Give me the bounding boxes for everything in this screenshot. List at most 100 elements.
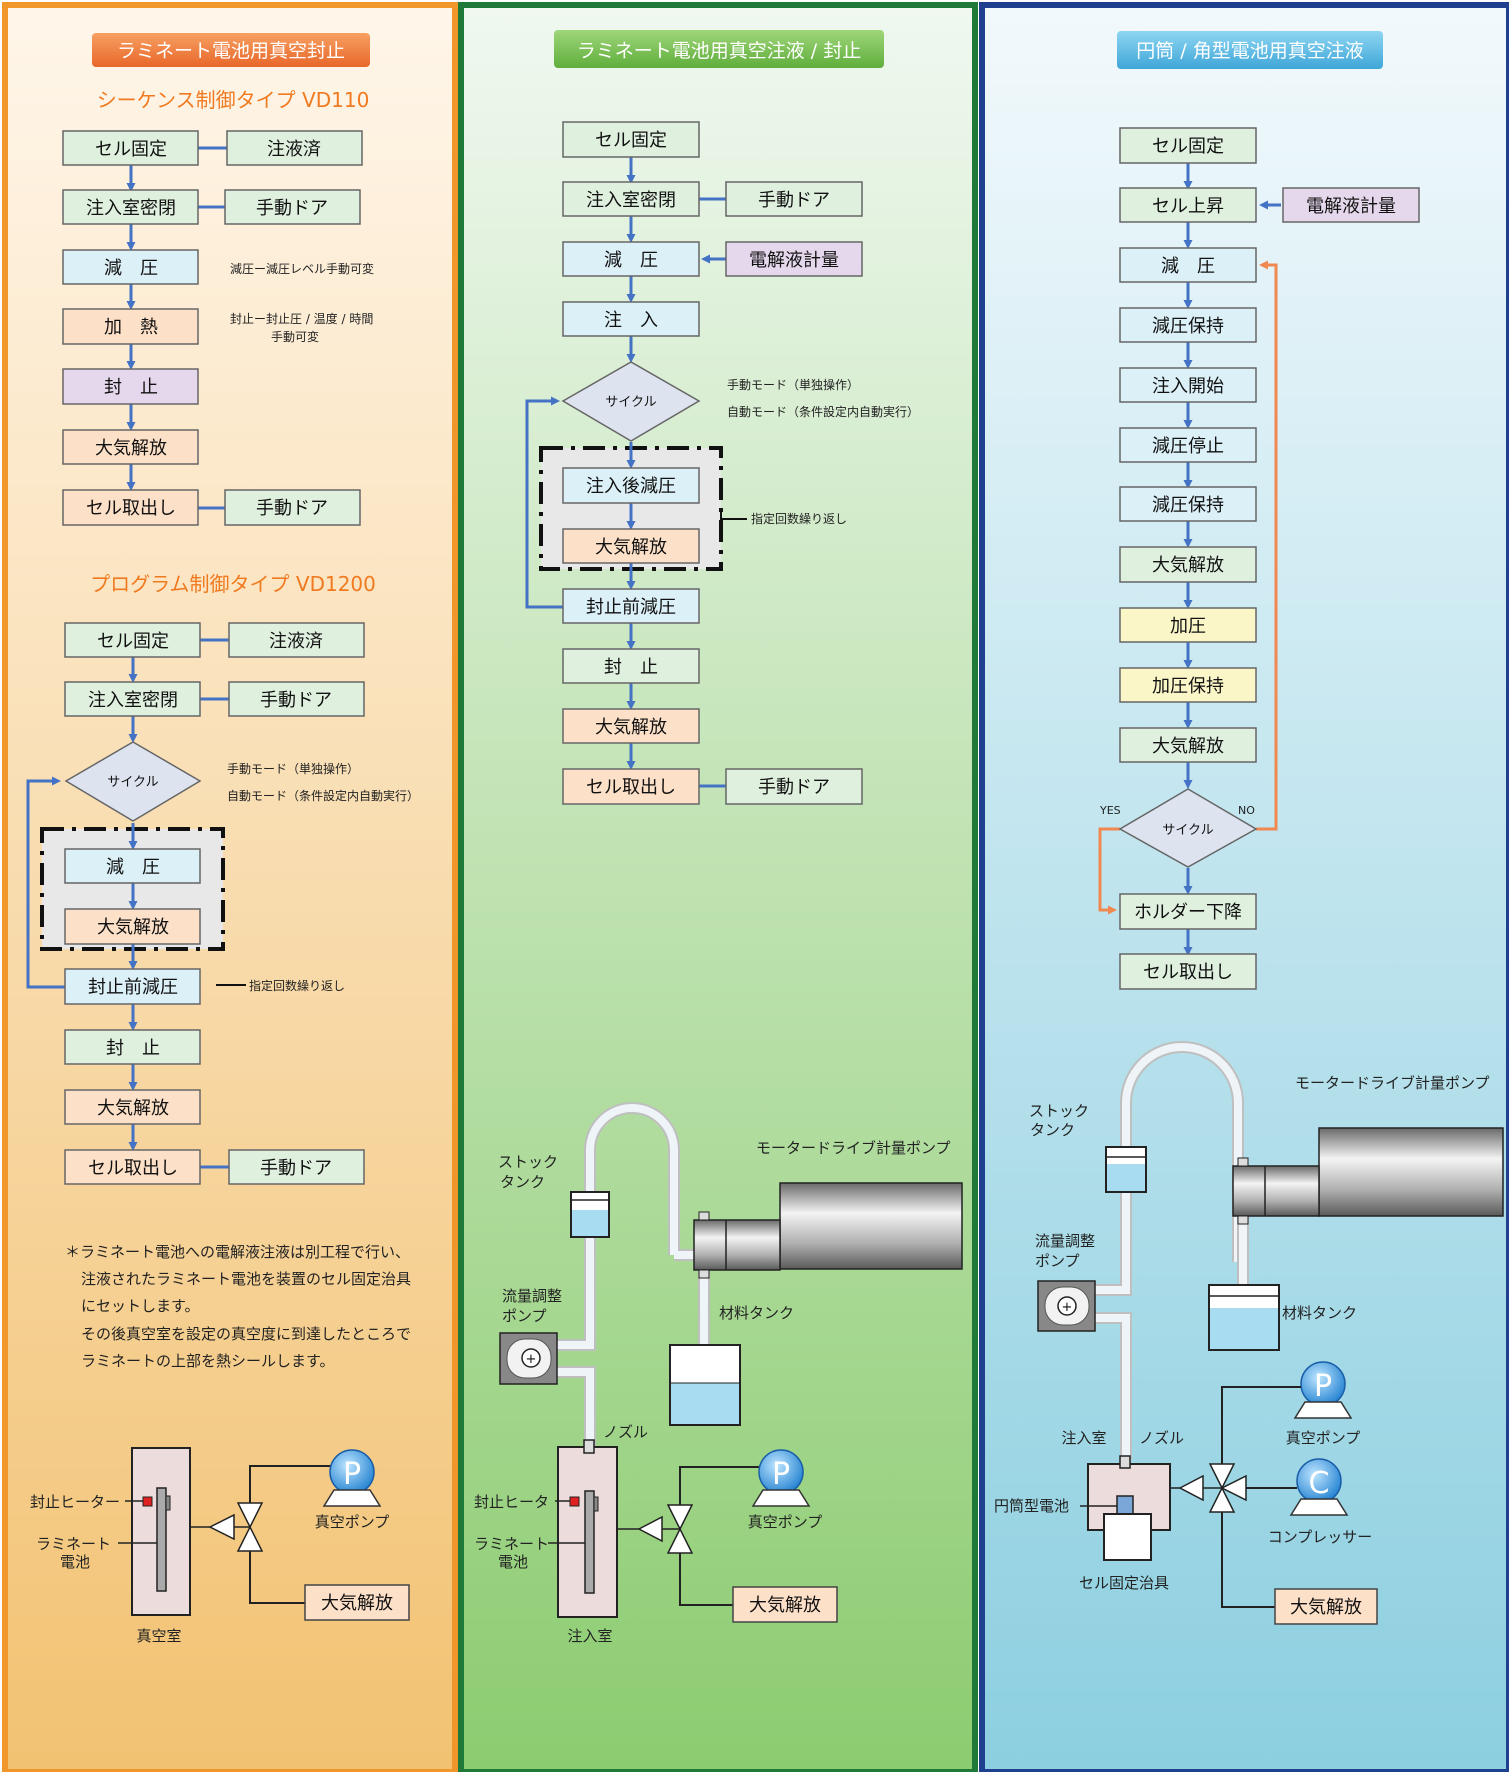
panel-1-note-4: その後真空室を設定の真空度に到達したところで <box>81 1325 411 1343</box>
p3-press-hold: 加圧保持 <box>1152 676 1224 697</box>
p3-cell-up: セル上昇 <box>1152 196 1224 217</box>
panel-1-title: ラミネート電池用真空封止 <box>117 40 345 62</box>
panel-1-subtitle-vd110: シーケンス制御タイプ VD110 <box>97 88 370 112</box>
vd1200-repeat: 指定回数繰り返し <box>249 978 345 993</box>
panel-1-note-5: ラミネートの上部を熱シールします。 <box>81 1352 335 1370</box>
panel-1-title-badge <box>92 33 370 67</box>
p2-pre-seal: 封止前減圧 <box>586 597 676 618</box>
p2-chamber-label: 注入室 <box>567 1627 612 1645</box>
p3-motor-pump <box>1318 1127 1504 1217</box>
vd110-note-heat-2: 手動可変 <box>271 329 319 344</box>
p2-heater-label: 封止ヒータ <box>474 1493 549 1511</box>
p3-nozzle-label: ノズル <box>1139 1429 1184 1447</box>
p3-cyl-battery <box>1116 1495 1134 1515</box>
p3-vacuum-pump-label: 真空ポンプ <box>1286 1429 1361 1447</box>
p2-heater <box>569 1496 580 1507</box>
panel-1-note-3: にセットします。 <box>81 1297 200 1315</box>
p2-material-tank-label: 材料タンク <box>719 1304 794 1322</box>
p3-release-2: 大気解放 <box>1152 736 1224 757</box>
p2-motor-pump <box>779 1182 963 1270</box>
p2-stock-label-1: ストック <box>498 1153 558 1171</box>
p3-cycle: サイクル <box>1162 823 1213 838</box>
vd1200-release-1: 大気解放 <box>97 917 169 938</box>
p2-inject: 注 入 <box>604 310 658 331</box>
vd110-cell-fix: セル固定 <box>95 139 167 160</box>
p2-post-decompress: 注入後減圧 <box>586 476 676 497</box>
panel-1-pump-symbol: P <box>343 1457 361 1492</box>
vd1200-mode-auto: 自動モード（条件設定内自動実行） <box>227 788 419 803</box>
p3-holder-down: ホルダー下降 <box>1134 902 1242 923</box>
p3-stock-label-1: ストック <box>1029 1102 1089 1120</box>
p3-fixture-label: セル固定治具 <box>1079 1574 1169 1592</box>
vd110-manual-door-2: 手動ドア <box>256 498 328 519</box>
vd1200-seal-chamber: 注入室密閉 <box>88 690 178 711</box>
p3-compressor-label: コンプレッサー <box>1268 1528 1373 1546</box>
p3-release-1: 大気解放 <box>1152 555 1224 576</box>
p3-hold-1: 減圧保持 <box>1152 316 1224 337</box>
vd110-note-heat-1: 封止ー封止圧 / 温度 / 時間 <box>230 311 373 326</box>
vd110-note-decompress: 減圧ー減圧レベル手動可変 <box>230 261 374 276</box>
vd1200-release-2: 大気解放 <box>97 1098 169 1119</box>
p3-fixture <box>1103 1513 1152 1561</box>
p2-cell-fix: セル固定 <box>595 130 667 151</box>
panel-1-laminate-label-2: 電池 <box>60 1553 90 1571</box>
vd110-heat: 加 熱 <box>104 317 158 338</box>
p3-inject-start: 注入開始 <box>1152 376 1224 397</box>
p3-release-box: 大気解放 <box>1290 1597 1362 1618</box>
p2-pump-symbol: P <box>772 1457 790 1492</box>
p2-release-2: 大気解放 <box>595 717 667 738</box>
p2-laminate-label-1: ラミネート <box>474 1535 549 1553</box>
p2-seal: 封 止 <box>604 657 658 678</box>
p2-stock-label-2: タンク <box>500 1173 545 1191</box>
panel-1-release-box: 大気解放 <box>321 1593 393 1614</box>
vd1200-seal: 封 止 <box>106 1038 160 1059</box>
svg-text:+: + <box>1062 1300 1073 1315</box>
p2-laminate-label-2: 電池 <box>498 1553 528 1571</box>
p2-release-1: 大気解放 <box>595 537 667 558</box>
p2-decompress: 減 圧 <box>604 250 658 271</box>
vd1200-cell-fix: セル固定 <box>97 631 169 652</box>
p2-repeat: 指定回数繰り返し <box>751 511 847 526</box>
p3-pump-symbol: P <box>1314 1369 1332 1404</box>
p3-cell-out: セル取出し <box>1143 962 1233 983</box>
p3-hold-2: 減圧保持 <box>1152 495 1224 516</box>
p2-manual-door-2: 手動ドア <box>758 777 830 798</box>
vd1200-manual-door-1: 手動ドア <box>260 690 332 711</box>
panel-1-chamber-label: 真空室 <box>136 1627 181 1645</box>
vd110-filled: 注液済 <box>267 139 321 160</box>
vd1200-filled: 注液済 <box>269 631 323 652</box>
panel-3-title-badge <box>1117 31 1383 69</box>
p3-material-tank-label: 材料タンク <box>1282 1304 1357 1322</box>
p2-motor-pump-label: モータードライブ計量ポンプ <box>756 1139 951 1157</box>
panel-1-heater <box>142 1496 153 1507</box>
p2-flow-label-2: ポンプ <box>502 1307 547 1325</box>
panel-1-subtitle-vd1200: プログラム制御タイプ VD1200 <box>90 572 376 596</box>
vd110-release: 大気解放 <box>95 438 167 459</box>
p3-electrolyte: 電解液計量 <box>1306 196 1396 217</box>
p2-mode-manual: 手動モード（単独操作） <box>727 377 859 392</box>
p2-flow-label-1: 流量調整 <box>502 1287 562 1305</box>
panel-1-note-2: 注液されたラミネート電池を装置のセル固定治具 <box>81 1270 411 1288</box>
p3-yes: YES <box>1099 804 1121 817</box>
p2-seal-chamber: 注入室密閉 <box>586 190 676 211</box>
vd1200-decompress: 減 圧 <box>106 857 160 878</box>
vd110-decompress: 減 圧 <box>104 258 158 279</box>
p3-flow-label-2: ポンプ <box>1035 1252 1080 1270</box>
p3-flow-label-1: 流量調整 <box>1035 1232 1095 1250</box>
vd110-cell-out: セル取出し <box>86 498 176 519</box>
panel-1-laminate-label-1: ラミネート <box>36 1535 111 1553</box>
vd1200-cycle: サイクル <box>107 775 158 790</box>
p3-no: NO <box>1238 804 1255 817</box>
vd110-manual-door-1: 手動ドア <box>256 198 328 219</box>
p2-vacuum-pump-label: 真空ポンプ <box>748 1513 823 1531</box>
p3-pressurize: 加圧 <box>1170 616 1206 637</box>
p2-manual-door-1: 手動ドア <box>758 190 830 211</box>
panel-2-background <box>458 2 978 1772</box>
p3-cyl-battery-label: 円筒型電池 <box>994 1497 1069 1515</box>
panel-1-note-1: ＊ラミネート電池への電解液注液は別工程で行い、 <box>65 1243 410 1261</box>
panel-1-heater-label: 封止ヒーター <box>30 1493 120 1511</box>
panel-3-title: 円筒 / 角型電池用真空注液 <box>1136 40 1363 62</box>
vd110-seal-chamber: 注入室密閉 <box>86 198 176 219</box>
p3-motor-pump-label: モータードライブ計量ポンプ <box>1295 1074 1490 1092</box>
